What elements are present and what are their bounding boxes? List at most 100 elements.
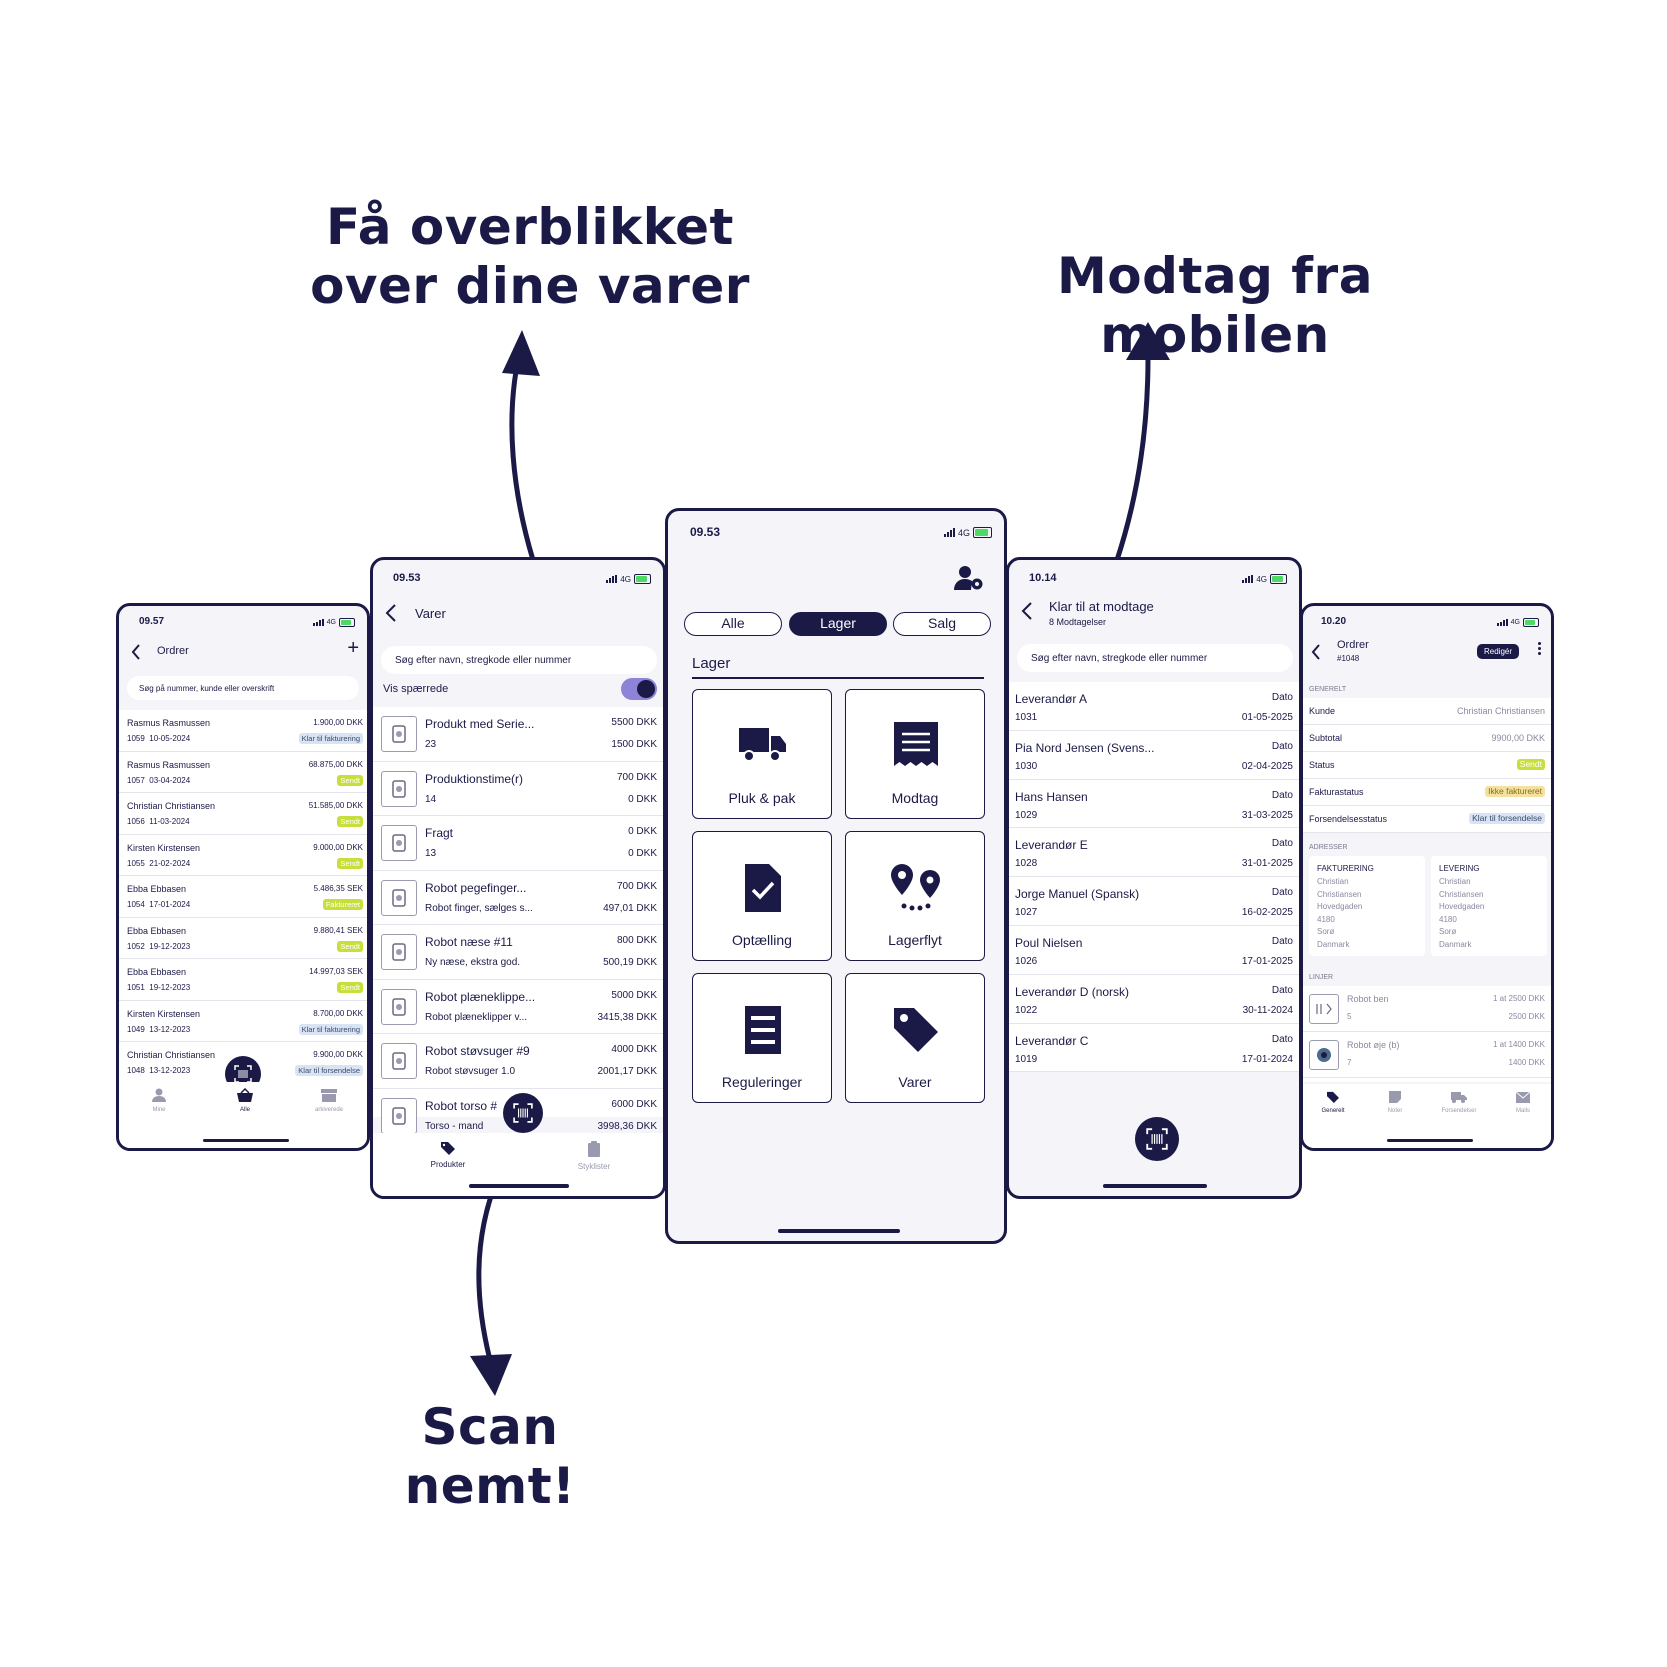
customer-name: Christian Christiansen [127, 1050, 216, 1060]
product-price: 5000 DKK [611, 989, 657, 1001]
billing-title: FAKTURERING [1317, 864, 1374, 873]
address-line: Christiansen [1317, 889, 1362, 899]
tab-label: Noter [1387, 1108, 1403, 1114]
search-input[interactable]: Søg efter navn, stregkode eller nummer [381, 646, 657, 674]
segment-alle[interactable]: Alle [684, 612, 782, 636]
battery-icon [339, 618, 355, 627]
status-badge: Klar til fakturering [298, 1023, 363, 1035]
product-cost: 0 DKK [628, 793, 657, 805]
scan-button[interactable] [1135, 1117, 1179, 1161]
tab-alle[interactable]: Alle [215, 1087, 275, 1113]
tab-noter[interactable]: Noter [1367, 1090, 1423, 1114]
arrow-receive-head [1126, 322, 1170, 360]
scan-button[interactable] [503, 1093, 543, 1133]
tab-produkter[interactable]: Produkter [413, 1141, 483, 1169]
order-amount: 9.900,00 DKK [313, 1050, 363, 1059]
tab-mine[interactable]: Mine [129, 1088, 189, 1113]
order-meta: 1052 19-12-2023 [127, 941, 191, 951]
shipping-title: LEVERING [1439, 864, 1480, 873]
segment-salg[interactable]: Salg [893, 612, 991, 636]
search-input[interactable]: Søg på nummer, kunde eller overskrift [127, 676, 359, 700]
tile-optaelling[interactable]: Optælling [692, 831, 832, 961]
product-row[interactable]: Robot plæneklippe...Robot plæneklipper v… [373, 980, 663, 1034]
back-chevron-icon[interactable] [1021, 602, 1033, 620]
tile-lagerflyt[interactable]: Lagerflyt [845, 831, 985, 961]
receipt-number: 1030 [1015, 760, 1038, 772]
field-value: Sendt [1516, 759, 1545, 770]
search-input[interactable]: Søg efter navn, stregkode eller nummer [1017, 644, 1293, 672]
add-order-icon[interactable]: + [347, 637, 359, 659]
back-chevron-icon[interactable] [1311, 644, 1321, 660]
tile-modtag[interactable]: Modtag [845, 689, 985, 819]
product-cost: 1500 DKK [611, 739, 657, 750]
tab-generelt[interactable]: Generelt [1305, 1090, 1361, 1114]
order-amount: 14.997,03 SEK [309, 967, 363, 976]
mail-icon [1515, 1091, 1531, 1103]
status-time: 10.20 [1321, 616, 1347, 627]
more-options-icon[interactable] [1538, 642, 1541, 655]
show-blocked-toggle[interactable] [621, 678, 657, 700]
product-row[interactable]: Robot pegefinger...Robot finger, sælges … [373, 871, 663, 925]
receipt-date: 17-01-2024 [1241, 1053, 1293, 1065]
product-cost: 3998,36 DKK [597, 1120, 658, 1132]
product-price: 800 DKK [616, 935, 657, 946]
receipt-date: 31-03-2025 [1241, 809, 1293, 821]
network-label: 4G [1510, 619, 1520, 626]
tile-reguleringer[interactable]: Reguleringer [692, 973, 832, 1103]
price-tag-icon [894, 1008, 938, 1052]
section-title: Lager [692, 655, 731, 672]
line-qty: 5 [1347, 1012, 1352, 1021]
search-placeholder: Søg på nummer, kunde eller overskrift [139, 683, 275, 693]
address-line: Sorø [1317, 927, 1335, 937]
robot-finger-icon [381, 879, 417, 916]
tab-mails[interactable]: Mails [1495, 1090, 1551, 1114]
segment-lager[interactable]: Lager [789, 612, 887, 636]
tab-arkiverede[interactable]: arkiverede [299, 1088, 359, 1113]
battery-icon [1270, 574, 1287, 584]
tab-styklister[interactable]: Styklister [559, 1141, 629, 1171]
supplier-name: Leverandør C [1015, 1033, 1089, 1048]
customer-name: Ebba Ebbasen [127, 967, 187, 977]
order-meta: 1057 03-04-2024 [127, 775, 191, 785]
product-subtitle: Robot plæneklipper v... [425, 1011, 528, 1023]
edit-button[interactable]: Redigér [1477, 644, 1520, 659]
arrow-scan-head [470, 1354, 512, 1396]
address-header: ADRESSER [1309, 844, 1348, 851]
tile-varer[interactable]: Varer [845, 973, 985, 1103]
address-line: 4180 [1439, 914, 1457, 924]
receipt-number: 1028 [1015, 858, 1038, 870]
user-settings-icon[interactable] [954, 565, 984, 591]
tab-forsendelser[interactable]: Forsendelser [1427, 1090, 1491, 1114]
date-label: Dato [1271, 1033, 1293, 1045]
list-document-icon [745, 1006, 781, 1054]
tab-bar: Mine Alle arkiverede [119, 1082, 367, 1148]
tile-pluk-pak[interactable]: Pluk & pak [692, 689, 832, 819]
back-chevron-icon[interactable] [131, 644, 141, 660]
back-chevron-icon[interactable] [385, 604, 397, 622]
tile-label: Lagerflyt [888, 932, 942, 948]
barcode-label-icon [381, 716, 417, 752]
